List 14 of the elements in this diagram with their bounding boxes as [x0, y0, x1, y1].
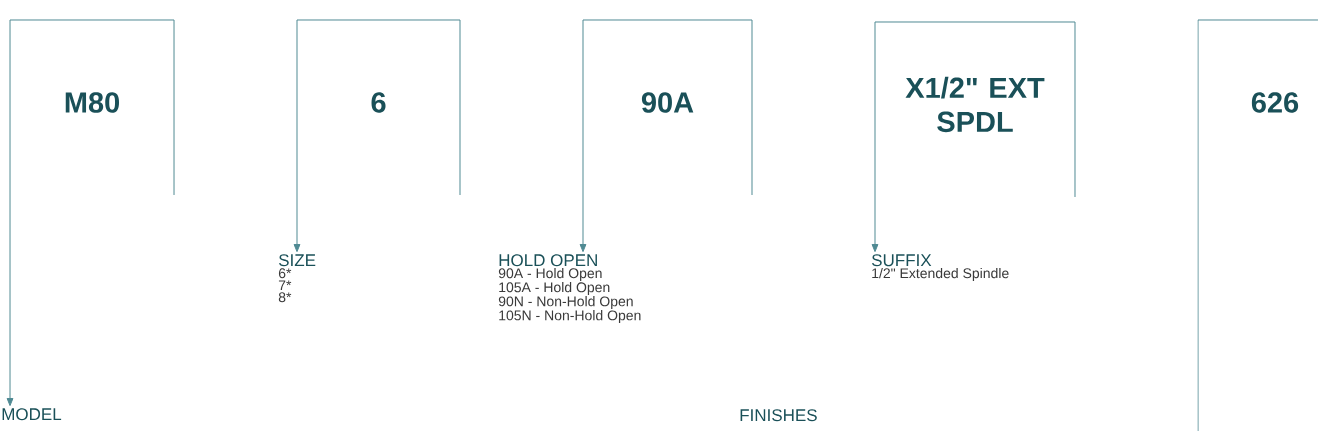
arrow [293, 19, 301, 253]
arrow [6, 19, 14, 407]
field-description: MODEL [2, 408, 62, 421]
code-bracket: 626 [1197, 19, 1318, 431]
field-description: SIZE 6* 7* 8* [278, 254, 316, 303]
section-heading: FINISHES [740, 409, 817, 422]
arrow [579, 19, 587, 253]
code-bracket: 6 [296, 19, 461, 196]
arrow [871, 21, 879, 253]
code-bracket: M80 [9, 19, 175, 196]
code-bracket: X1/2" EXT SPDL [874, 21, 1076, 198]
field-description: HOLD OPEN 90A - Hold Open 105A - Hold Open 90N - Non-Hold Open 105N - Non-Hold Open [498, 254, 641, 324]
field-description: SUFFIX 1/2" Extended Spindle [871, 254, 1009, 281]
code-bracket: 90A [582, 19, 753, 196]
